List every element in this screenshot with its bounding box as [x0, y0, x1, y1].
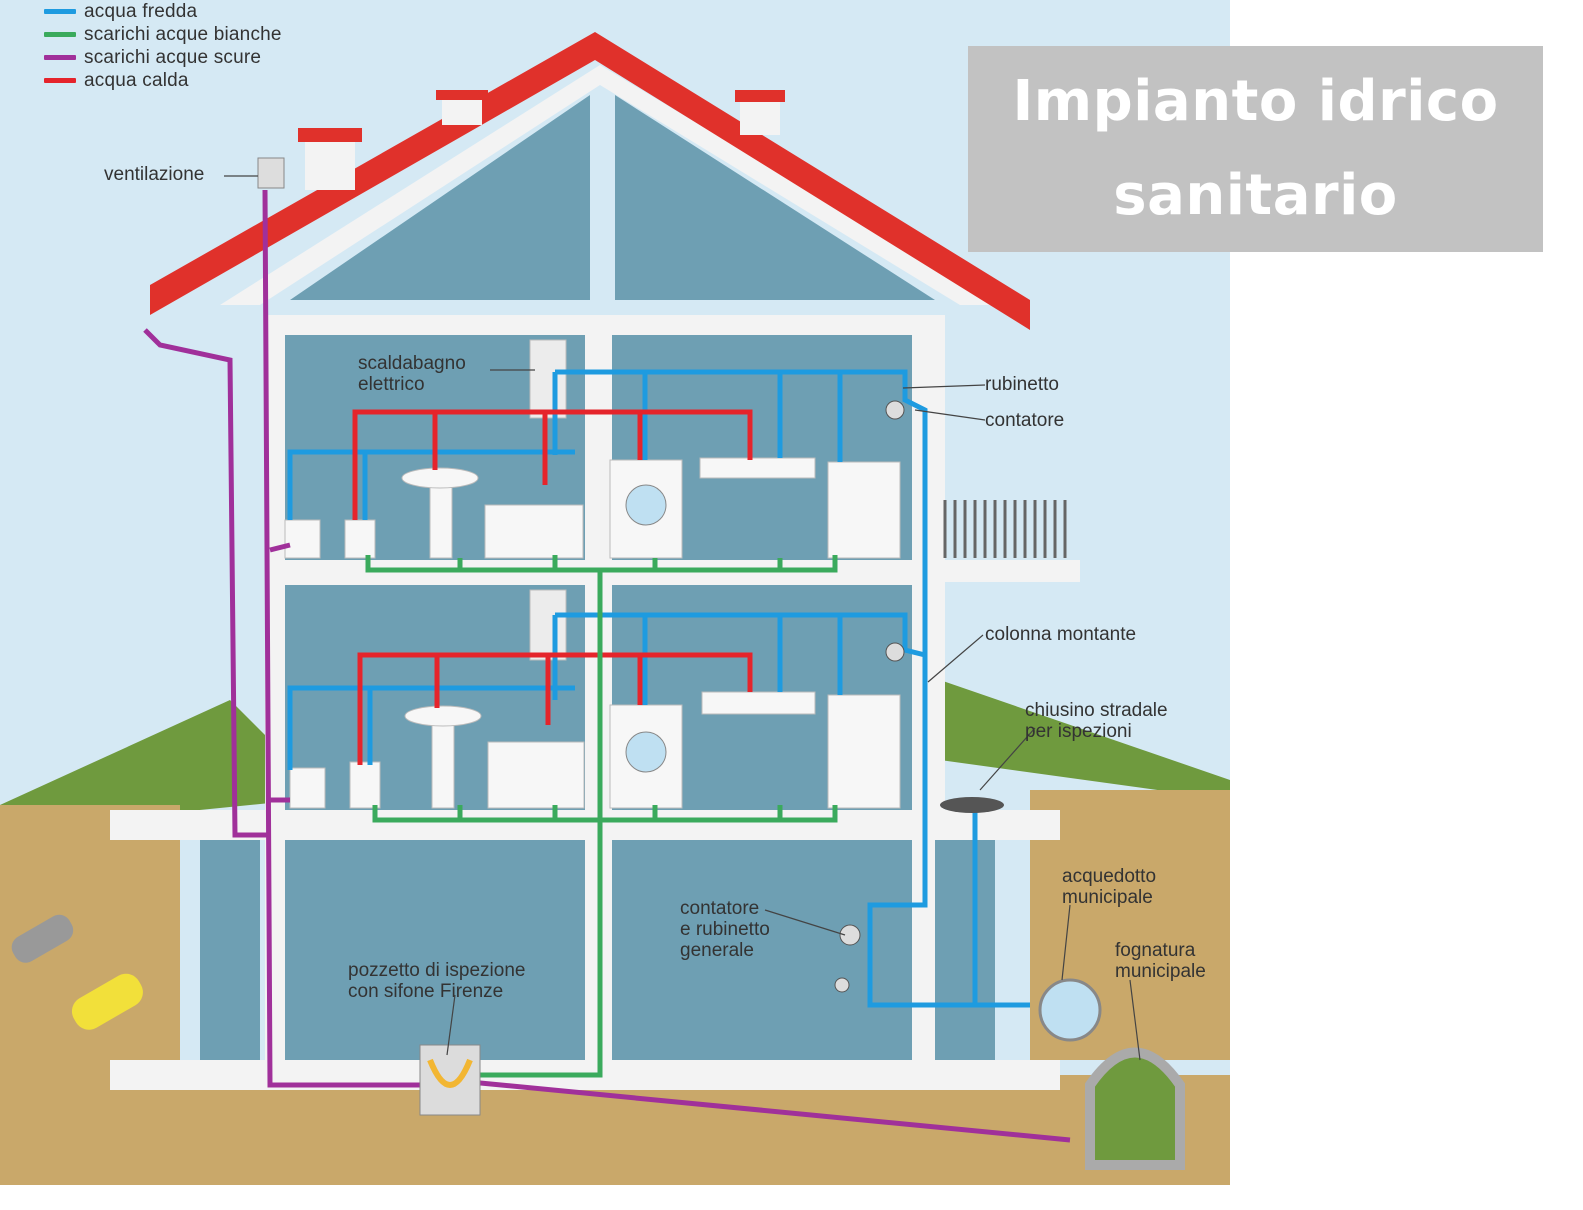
- water-heater-icon: [529, 339, 567, 419]
- room-basement-right: [612, 840, 912, 1060]
- legend: acqua fredda scarichi acque bianche scar…: [44, 0, 282, 92]
- main-meter-icon: [839, 924, 861, 946]
- label-fognatura: fognatura municipale: [1115, 940, 1206, 982]
- grass-right: [940, 680, 1230, 800]
- label-chiusino: chiusino stradale per ispezioni: [1025, 700, 1168, 742]
- sink-icon: [431, 721, 455, 809]
- chimney-left-top: [298, 128, 362, 142]
- chimney-left: [305, 135, 355, 190]
- soil-bottom: [0, 1075, 1230, 1185]
- legend-swatch: [44, 9, 76, 14]
- attic-right: [615, 95, 935, 300]
- fixtures-upper: [284, 339, 901, 559]
- label-line: chiusino stradale: [1025, 700, 1168, 721]
- label-line: pozzetto di ispezione: [348, 960, 526, 981]
- dishwasher-icon: [827, 461, 901, 559]
- balcony-railing: [943, 500, 1067, 558]
- label-line: acquedotto: [1062, 866, 1157, 887]
- toilet-icon: [284, 519, 321, 559]
- legend-label: acqua calda: [84, 69, 189, 91]
- meter-icon: [885, 400, 905, 420]
- label-acquedotto: acquedotto municipale: [1062, 866, 1156, 908]
- toilet-icon: [289, 767, 326, 809]
- chimney-right-top: [735, 90, 785, 102]
- legend-item-black-water: scarichi acque scure: [44, 46, 282, 69]
- label-rubinetto: rubinetto: [985, 374, 1059, 395]
- ventilation-cap-icon: [257, 157, 285, 189]
- label-line: municipale: [1115, 961, 1206, 982]
- label-contatore-generale: contatore e rubinetto generale: [680, 898, 770, 961]
- kitchen-sink-icon: [699, 457, 816, 479]
- gable: [220, 65, 1000, 305]
- balcony: [940, 560, 1080, 582]
- fixtures-middle: [289, 589, 901, 809]
- label-pozzetto: pozzetto di ispezione con sifone Firenze: [348, 960, 525, 1002]
- label-line: scaldabagno: [358, 353, 466, 374]
- label-line: contatore: [680, 898, 760, 919]
- label-line: generale: [680, 940, 754, 961]
- sink-basin-icon: [404, 705, 482, 727]
- label-colonna-montante: colonna montante: [985, 624, 1137, 645]
- legend-swatch: [44, 78, 76, 83]
- leader-lines: [224, 175, 1141, 1061]
- label-contatore: contatore: [985, 410, 1065, 431]
- dishwasher-icon: [827, 694, 901, 809]
- bathtub-icon: [487, 741, 585, 809]
- legend-item-hot-water: acqua calda: [44, 69, 282, 92]
- grass-left: [0, 700, 300, 830]
- chimney-center-top: [436, 90, 488, 100]
- label-line: elettrico: [358, 374, 425, 395]
- kitchen-sink-icon: [701, 691, 816, 715]
- gas-pipe-icon: [11, 914, 74, 963]
- hot-water-pipes: [352, 409, 753, 765]
- washer-drum-icon: [625, 731, 667, 773]
- legend-label: scarichi acque scure: [84, 46, 262, 68]
- basement-side-left: [200, 840, 260, 1060]
- sink-icon: [429, 479, 453, 559]
- legend-swatch: [44, 32, 76, 37]
- label-line: per ispezioni: [1025, 721, 1132, 742]
- label-line: fognatura: [1115, 940, 1196, 961]
- legend-item-grey-water: scarichi acque bianche: [44, 23, 282, 46]
- inspection-trap: [419, 1044, 481, 1116]
- attic-left: [290, 95, 590, 300]
- label-ventilazione: ventilazione: [104, 164, 205, 185]
- main-tap-icon: [834, 977, 850, 993]
- label-line: con sifone Firenze: [348, 981, 504, 1002]
- yellow-pipe-icon: [71, 973, 143, 1030]
- title-box: Impianto idrico sanitario: [968, 46, 1543, 252]
- legend-label: acqua fredda: [84, 0, 198, 22]
- grey-water-pipes: [365, 555, 838, 1078]
- room-basement-left: [285, 840, 585, 1060]
- title-line-1: Impianto idrico: [1012, 69, 1499, 134]
- legend-item-cold-water: acqua fredda: [44, 0, 282, 23]
- label-line: e rubinetto: [680, 919, 770, 940]
- label-scaldabagno: scaldabagno elettrico: [358, 353, 466, 395]
- bidet-icon: [349, 761, 381, 809]
- washer-drum-icon: [625, 484, 667, 526]
- legend-label: scarichi acque bianche: [84, 23, 282, 45]
- sewer-pipe-icon: [1085, 1047, 1185, 1170]
- trap-siphon-icon: [427, 1058, 473, 1088]
- cold-water-pipes: [287, 369, 1030, 1008]
- water-heater-icon: [529, 589, 567, 661]
- label-line: municipale: [1062, 887, 1153, 908]
- washing-machine-icon: [609, 704, 683, 809]
- legend-swatch: [44, 55, 76, 60]
- street-manhole-icon: [940, 797, 1004, 813]
- basement-side-right: [935, 840, 995, 1060]
- title-line-2: sanitario: [1113, 163, 1398, 228]
- sink-basin-icon: [401, 467, 479, 489]
- bidet-icon: [344, 519, 376, 559]
- meter-icon: [885, 642, 905, 662]
- bathtub-icon: [484, 504, 584, 559]
- aqueduct-pipe-icon: [1038, 978, 1102, 1042]
